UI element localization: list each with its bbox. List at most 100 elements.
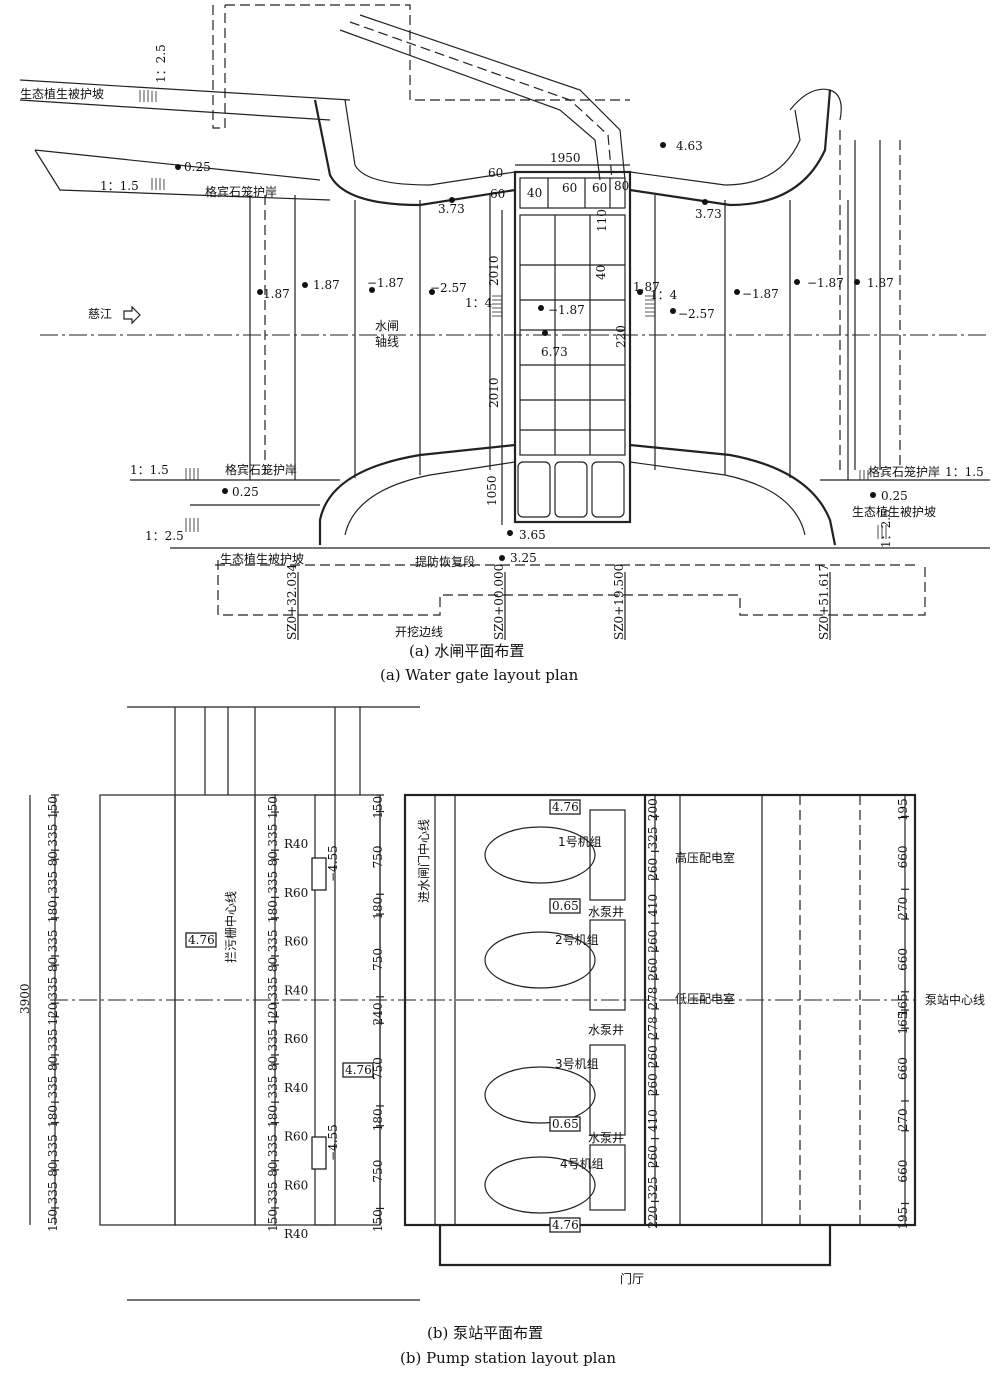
elevation-label: −2.57 [430, 281, 467, 295]
gabion-label: 格宾石笼护岸 [868, 464, 940, 479]
ratio-label: 1：4 [650, 288, 678, 302]
dimension-label: 60 [592, 181, 607, 195]
dimension-label: 335 [266, 824, 280, 847]
pump-station-plan: 门厅 泵站中心线 拦污栅中心线 进水闸门中心线 1号机组 2号机组 3号机组 4… [18, 706, 985, 1367]
dimension-label: 1050 [485, 475, 499, 506]
gate-center-label: 进水闸门中心线 [416, 819, 431, 903]
dimension-label: 80 [614, 179, 629, 193]
radius-label: R60 [284, 1032, 308, 1046]
elevation-label: −1.87 [548, 303, 585, 317]
channel-line [339, 29, 601, 181]
gabion-label: 格宾石笼护岸 [205, 184, 277, 199]
caption-en: (a) Water gate layout plan [380, 666, 579, 684]
dimension-label: 660 [896, 845, 910, 868]
ratio-label: 1：1.5 [130, 463, 169, 477]
elevation-label: 3.73 [695, 207, 722, 221]
unit-label: 2号机组 [555, 933, 599, 947]
dimension-label: 410 [646, 894, 660, 917]
ratio-label: 1：2.5 [145, 529, 184, 543]
slope-label: 生态植生被护坡 [852, 504, 936, 519]
ramp-marks [492, 295, 655, 317]
trash-rack-label: 拦污栅中心线 [223, 891, 238, 963]
radius-label: R60 [284, 886, 308, 900]
dimension-label: 150 [266, 796, 280, 819]
dimension-label: 195 [896, 1207, 910, 1230]
elevation-label: 1.87 [633, 280, 660, 294]
radius-label: R60 [284, 935, 308, 949]
dimension-columns: 1503358033518033580335120335803351803358… [46, 794, 910, 1232]
dimension-label: 110 [595, 209, 609, 232]
elevation-label: 4.76 [188, 933, 215, 947]
gabion-label: 格宾石笼护岸 [225, 462, 297, 477]
station-label: SZ0+19.500 [612, 564, 626, 640]
gate-top-block [519, 177, 626, 209]
channel-line [359, 14, 626, 181]
room-label: 低压配电室 [675, 991, 735, 1006]
radius-label: R60 [284, 1178, 308, 1192]
elevation-label: −1.87 [367, 276, 404, 290]
dimension-label: 335 [266, 1134, 280, 1157]
channel-block [174, 794, 256, 1226]
dimension-label: 278 [646, 987, 660, 1010]
bank-line [19, 99, 331, 121]
caption-en: (b) Pump station layout plan [400, 1349, 616, 1367]
levee-label: 提防恢复段 [415, 554, 475, 569]
wing-wall-bottom-right [629, 461, 806, 536]
dimension-label: 660 [896, 1057, 910, 1080]
dimension-label: 410 [646, 1109, 660, 1132]
dimension-label: 150 [46, 1209, 60, 1232]
elevation-label: −1.87 [742, 287, 779, 301]
dimension-label: 278 [646, 1016, 660, 1039]
gate-structure [513, 170, 632, 524]
dimension-label: 40 [527, 186, 542, 200]
well-label: 水泵井 [588, 905, 624, 919]
dimension-label: 220 [614, 325, 628, 348]
gate-dimensions: 60 1950 60 40 60 60 80 110 2010 2010 40 … [485, 151, 630, 525]
ratio-label: 1：1.5 [100, 179, 139, 193]
elevation-label: 0.65 [552, 1117, 579, 1131]
dimension-label: 270 [896, 1108, 910, 1131]
dimension-label: 1950 [550, 151, 581, 165]
channel-block [254, 794, 336, 1226]
dimension-label: 750 [371, 845, 385, 868]
dimension-label: 335 [46, 824, 60, 847]
elevation-label: 0.25 [184, 160, 211, 174]
caption-cn: (a) 水闸平面布置 [409, 642, 524, 660]
wing-wall-top-left [313, 99, 516, 207]
pump-units: 1号机组 2号机组 3号机组 4号机组 水泵井 水泵井 水泵井 [484, 809, 626, 1214]
channel-centerline [349, 21, 613, 181]
dimension-label: 60 [488, 166, 503, 180]
dimension-label: 270 [896, 897, 910, 920]
elevation-label: 6.73 [541, 345, 568, 359]
flow-arrow-icon [123, 305, 141, 325]
dimension-label: 335 [266, 1076, 280, 1099]
dimension-label: 660 [896, 948, 910, 971]
dimension-label: 60 [490, 187, 505, 201]
elevation-label: −2.57 [678, 307, 715, 321]
dimension-label: 750 [371, 1057, 385, 1080]
forebay-block [99, 794, 176, 1226]
radius-label: R40 [284, 983, 308, 997]
station-label: SZ0+32.034 [285, 563, 299, 640]
axis-label: 水闸 [375, 319, 399, 333]
slope-label: 生态植生被护坡 [220, 551, 304, 566]
dimension-label: 325 [646, 826, 660, 849]
elevation-label: 0.25 [881, 489, 908, 503]
unit-label: 1号机组 [558, 835, 602, 849]
dimension-label: 335 [266, 1028, 280, 1051]
gate-bays [519, 214, 626, 456]
dimension-label: 325 [646, 1176, 660, 1199]
pump-center-label: 泵站中心线 [925, 992, 985, 1007]
caption-cn: (b) 泵站平面布置 [427, 1324, 543, 1342]
dimension-label: 335 [266, 871, 280, 894]
wing-wall-top-left [344, 99, 516, 186]
total-dimension: 3900 [18, 983, 32, 1014]
dimension-label: 260 [646, 858, 660, 881]
dimension-label: 335 [46, 929, 60, 952]
station-label: SZ0+00.000 [492, 564, 506, 640]
dimension-label: 120 [46, 1003, 60, 1026]
elevation-points: 0.25 3.73 4.63 3.73 1.87 1.87 −1.87 −2.5… [175, 139, 908, 565]
dimension-label: 180 [266, 900, 280, 923]
dimension-label: 150 [371, 796, 385, 819]
